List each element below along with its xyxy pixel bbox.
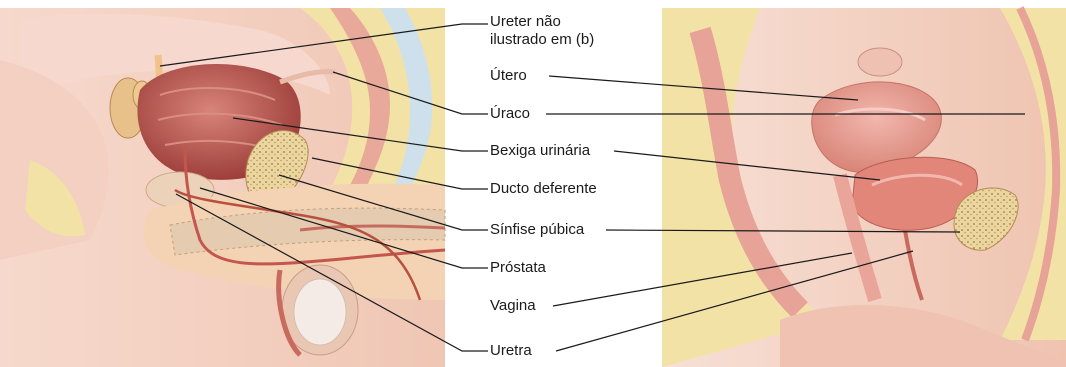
label-vagina: Vagina [490,297,536,315]
label-ureter-line1: Ureter não [490,13,594,31]
female-pelvis-illustration [662,8,1066,367]
label-ducto-deferente: Ducto deferente [490,180,597,198]
male-pelvis-illustration [0,8,445,367]
label-ureter: Ureter não ilustrado em (b) [490,13,594,49]
label-ureter-line2: ilustrado em (b) [490,31,594,49]
label-bexiga-urinaria: Bexiga urinária [490,142,590,160]
label-uretra: Uretra [490,342,532,360]
label-prostata: Próstata [490,259,546,277]
label-utero: Útero [490,67,527,85]
label-uraco: Úraco [490,105,530,123]
label-sinfise-pubica: Sínfise púbica [490,221,584,239]
